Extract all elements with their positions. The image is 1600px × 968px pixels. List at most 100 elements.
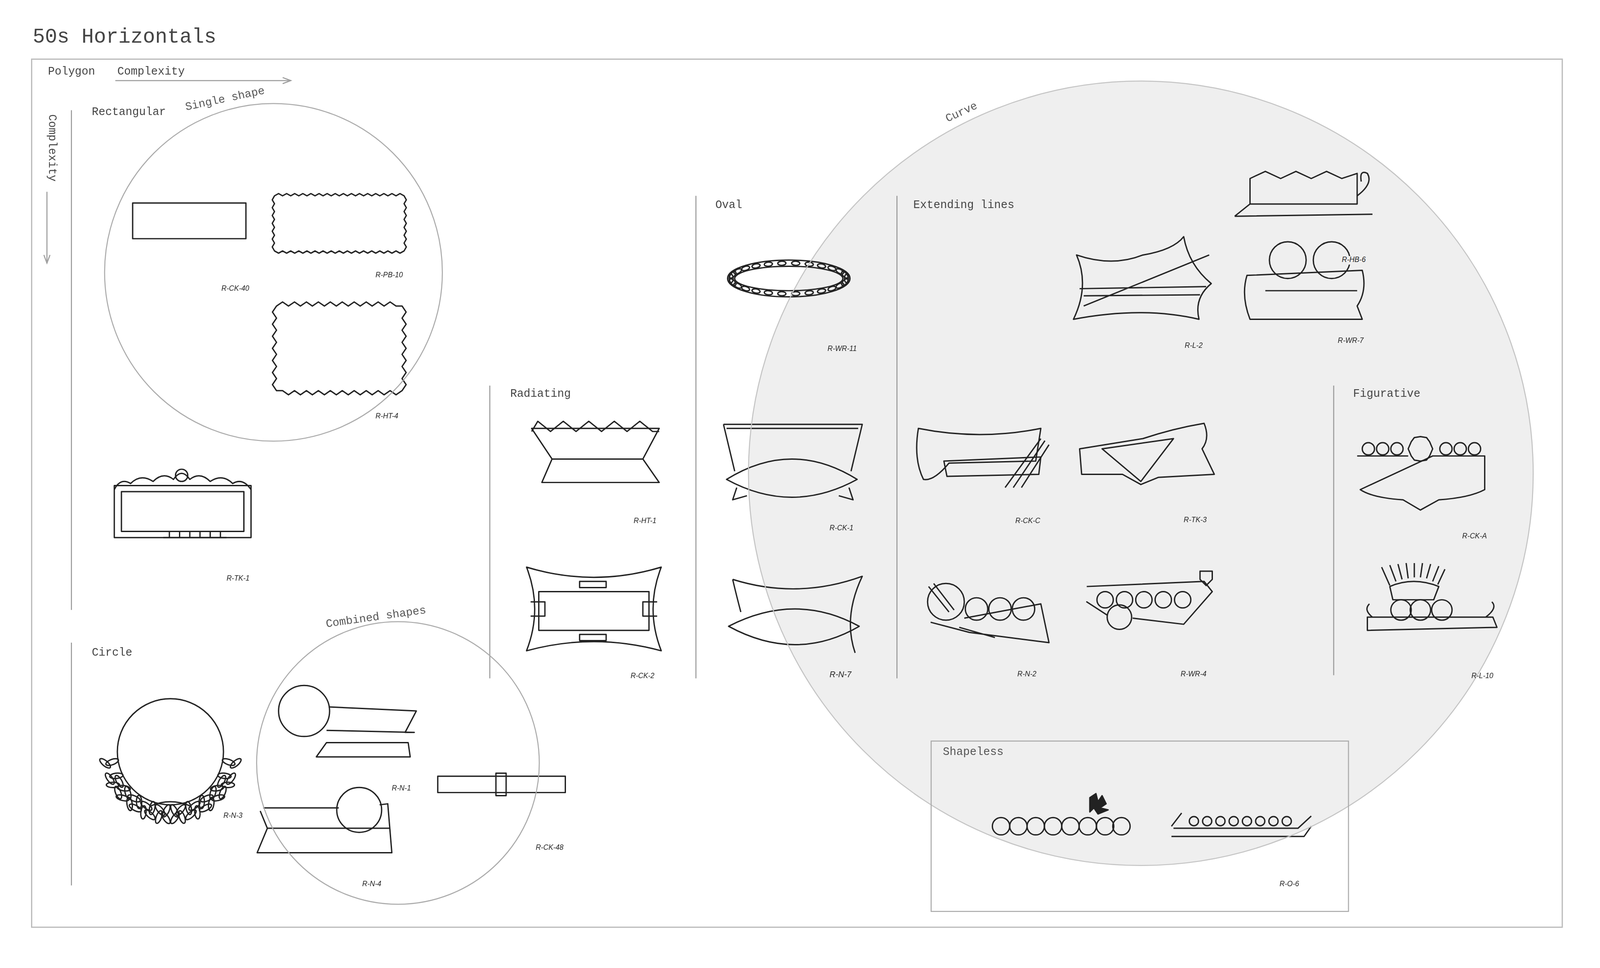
- curve-ground: [748, 80, 1534, 867]
- chain-link: [840, 277, 850, 287]
- triangle-sign: [1079, 423, 1215, 485]
- oval-sign-2: [723, 424, 863, 500]
- region-circle: [748, 80, 1534, 866]
- radiating-sign-1: [531, 428, 660, 483]
- chain-link: [728, 270, 737, 280]
- wreath-leaf: [169, 811, 181, 825]
- region-circle: [256, 621, 540, 905]
- chain-link: [764, 261, 773, 267]
- chain-link: [817, 288, 826, 294]
- region-outline: [748, 80, 1534, 867]
- wreath-leaf: [125, 797, 134, 812]
- shield-sign: [1357, 436, 1485, 510]
- region-outline: [256, 621, 540, 905]
- wreath-leaf: [198, 802, 213, 814]
- chain-link: [751, 263, 761, 269]
- combined-shapes-region: Combined shapes: [256, 621, 540, 905]
- catalog-code: R-N-7: [829, 670, 852, 681]
- section-label: Rectangular: [91, 106, 166, 120]
- region-label: Single shape: [183, 84, 266, 115]
- region-label: Curve: [943, 98, 980, 126]
- chain-link: [840, 270, 850, 280]
- section-label: Polygon: [48, 65, 96, 79]
- chain-link: [835, 281, 845, 290]
- section-label: Extending lines: [913, 199, 1015, 213]
- catalog-code: R-L-2: [1184, 341, 1203, 351]
- catalog-code: R-HT-4: [375, 412, 399, 421]
- bowl-sign: [916, 428, 1049, 488]
- star-sign: [1073, 236, 1212, 320]
- wreath-leaf: [211, 793, 226, 803]
- chain-link: [777, 291, 786, 297]
- wavy-rect-sign: [272, 193, 407, 254]
- catalog-code: R-N-1: [392, 784, 411, 794]
- catalog-code: R-CK-2: [630, 672, 655, 682]
- chain-link: [817, 263, 826, 269]
- catalog-code: R-L-10: [1471, 672, 1494, 682]
- chain-link: [751, 288, 761, 294]
- catalog-code: R-WR-4: [1180, 670, 1207, 679]
- wreath-leaf: [184, 808, 198, 822]
- chain-link: [804, 290, 814, 296]
- glasses-sign: [1244, 241, 1364, 320]
- notched-bar: [437, 773, 566, 797]
- wreath-leaf: [221, 782, 235, 789]
- chain-link: [764, 290, 773, 296]
- circle-ribbon-top: [278, 685, 417, 758]
- section-label: Complexity: [44, 114, 58, 182]
- radiating-sign-2: [526, 567, 662, 651]
- catalog-code: R-TK-1: [226, 574, 250, 584]
- section-label: Oval: [715, 199, 743, 213]
- diagram-title: 50s Horizontals: [32, 25, 217, 50]
- chain-link: [827, 265, 837, 272]
- ornate-frame: [114, 469, 251, 538]
- chain-link: [791, 261, 800, 266]
- chain-link: [827, 285, 837, 292]
- catalog-code: R-WR-11: [827, 344, 857, 354]
- section-label: Complexity: [117, 65, 185, 79]
- oval-sign-3: [728, 576, 863, 653]
- catalog-code: R-PB-10: [375, 271, 403, 281]
- chain-oval-inner: [734, 266, 843, 291]
- catalog-code: R-TK-3: [1183, 516, 1207, 526]
- cloud-banner: [1234, 171, 1373, 217]
- region-label: Shapeless: [942, 745, 1004, 760]
- catalog-code: R-CK-C: [1015, 517, 1041, 526]
- wreath-leaf: [169, 803, 180, 819]
- wreath-leaf: [103, 771, 116, 786]
- region-circle: [104, 103, 443, 442]
- wreath-leaf: [153, 803, 167, 817]
- plain-rect-sign: [132, 203, 246, 239]
- catalog-code: R-O-6: [1279, 880, 1299, 890]
- wreath-leaf: [154, 810, 164, 825]
- catalog-code: R-CK-1: [829, 524, 854, 534]
- catalog-code: R-HT-1: [633, 517, 657, 526]
- wreath-leaf: [98, 757, 112, 770]
- catalog-code: R-N-4: [362, 880, 382, 890]
- wreath-leaf: [113, 785, 124, 801]
- chain-link: [733, 267, 743, 276]
- wreath-circle: [117, 699, 224, 806]
- wreath-leaf: [126, 793, 142, 804]
- section-label: Radiating: [510, 387, 571, 402]
- wreath-leaf: [228, 757, 243, 770]
- section-label: Figurative: [1353, 387, 1421, 402]
- zigzag-rect-sign: [272, 302, 406, 396]
- chain-oval-outer: [727, 260, 850, 298]
- catalog-code: R-WR-7: [1337, 336, 1364, 346]
- region-label: Combined shapes: [324, 603, 427, 632]
- curve-region: CurveShapeless: [748, 80, 1534, 867]
- divider-lines: [44, 77, 1334, 887]
- catalog-code: R-CK-48: [535, 843, 564, 853]
- band-circles-sign: [1086, 571, 1213, 630]
- wreath-leaf: [140, 805, 148, 820]
- chain-link: [777, 261, 786, 266]
- chain-link: [741, 285, 751, 292]
- catalog-code: R-CK-A: [1462, 532, 1488, 542]
- shapeless-plank: [1171, 813, 1312, 837]
- wreath-leaf: [224, 771, 237, 786]
- radiating-zigzag: [531, 421, 660, 432]
